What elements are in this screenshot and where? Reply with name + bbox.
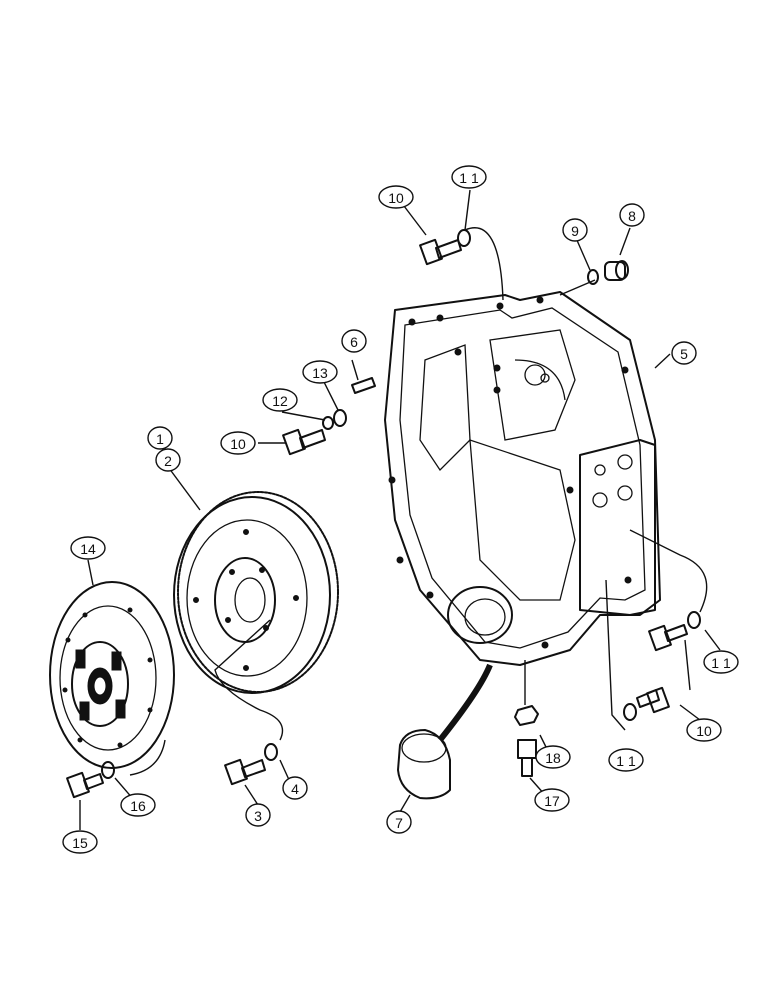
callout-c3: 3 bbox=[245, 803, 271, 827]
callout-c8: 8 bbox=[619, 203, 645, 227]
callout-label: 14 bbox=[80, 541, 96, 557]
callout-bubble bbox=[262, 388, 298, 412]
callout-bubble bbox=[120, 793, 156, 817]
callout-c10b: 10 bbox=[220, 431, 256, 455]
callout-bubble bbox=[608, 748, 644, 772]
callout-c16: 16 bbox=[120, 793, 156, 817]
callout-bubble bbox=[70, 536, 106, 560]
callout-c14: 14 bbox=[70, 536, 106, 560]
callout-label: 6 bbox=[350, 334, 358, 350]
callout-label: 16 bbox=[130, 798, 146, 814]
callout-c11b: 1 1 bbox=[703, 650, 739, 674]
callout-bubble bbox=[535, 745, 571, 769]
callout-c9: 9 bbox=[562, 218, 588, 242]
clutch-bolt-icon bbox=[66, 761, 115, 799]
leader-lines bbox=[79, 189, 721, 830]
callout-label: 15 bbox=[72, 835, 88, 851]
callout-bubble bbox=[703, 650, 739, 674]
callout-c11a: 1 1 bbox=[451, 165, 487, 189]
callout-label: 18 bbox=[545, 750, 561, 766]
callout-label: 1 bbox=[156, 431, 164, 447]
callout-label: 10 bbox=[230, 436, 246, 452]
callout-bubble bbox=[245, 803, 271, 827]
callout-c4: 4 bbox=[282, 776, 308, 800]
callout-bubble bbox=[220, 431, 256, 455]
callout-c15: 15 bbox=[62, 830, 98, 854]
callout-c10c: 10 bbox=[686, 718, 722, 742]
callout-bubble bbox=[302, 360, 338, 384]
callout-label: 8 bbox=[628, 208, 636, 224]
callout-bubble bbox=[147, 426, 173, 450]
callout-c17: 17 bbox=[534, 788, 570, 812]
flywheel-housing-icon bbox=[384, 291, 661, 666]
dowel-icon bbox=[282, 377, 376, 456]
callout-c2: 2 bbox=[155, 448, 181, 472]
callout-label: 4 bbox=[291, 781, 299, 797]
callout-label: 7 bbox=[395, 815, 403, 831]
callout-label: 3 bbox=[254, 808, 262, 824]
callout-label: 12 bbox=[272, 393, 288, 409]
callout-bubble bbox=[282, 776, 308, 800]
callout-c7: 7 bbox=[386, 810, 412, 834]
callout-bubble bbox=[619, 203, 645, 227]
callout-label: 13 bbox=[312, 365, 328, 381]
cover-plug-icon bbox=[397, 663, 493, 800]
callout-bubble bbox=[562, 218, 588, 242]
callout-label: 10 bbox=[388, 190, 404, 206]
callout-bubble bbox=[686, 718, 722, 742]
clutch-disc-icon bbox=[49, 581, 175, 769]
callout-bubble bbox=[386, 810, 412, 834]
flywheel-bolt-icon bbox=[224, 743, 278, 786]
callout-bubble bbox=[534, 788, 570, 812]
callout-bubble bbox=[451, 165, 487, 189]
callout-bubble bbox=[378, 185, 414, 209]
callout-bubble bbox=[62, 830, 98, 854]
callout-c13: 13 bbox=[302, 360, 338, 384]
callout-label: 1 1 bbox=[616, 753, 636, 769]
callout-c18: 18 bbox=[535, 745, 571, 769]
callout-c1: 1 bbox=[147, 426, 173, 450]
callout-label: 2 bbox=[164, 453, 172, 469]
callout-label: 17 bbox=[544, 793, 560, 809]
callout-bubble bbox=[671, 341, 697, 365]
callout-label: 1 1 bbox=[459, 170, 479, 186]
nut-bolt-icon bbox=[514, 705, 539, 777]
callout-label: 10 bbox=[696, 723, 712, 739]
callout-c12: 12 bbox=[262, 388, 298, 412]
callout-bubble bbox=[341, 329, 367, 353]
bolt-icon bbox=[419, 229, 471, 266]
callout-label: 5 bbox=[680, 346, 688, 362]
callout-c5: 5 bbox=[671, 341, 697, 365]
callout-c10a: 10 bbox=[378, 185, 414, 209]
callout-c11c: 1 1 bbox=[608, 748, 644, 772]
callout-label: 9 bbox=[571, 223, 579, 239]
callout-bubble bbox=[155, 448, 181, 472]
bolt-right-icon bbox=[623, 611, 701, 721]
callout-label: 1 1 bbox=[711, 655, 731, 671]
flywheel-icon bbox=[173, 491, 339, 694]
callout-c6: 6 bbox=[341, 329, 367, 353]
plug-icon bbox=[587, 260, 629, 285]
